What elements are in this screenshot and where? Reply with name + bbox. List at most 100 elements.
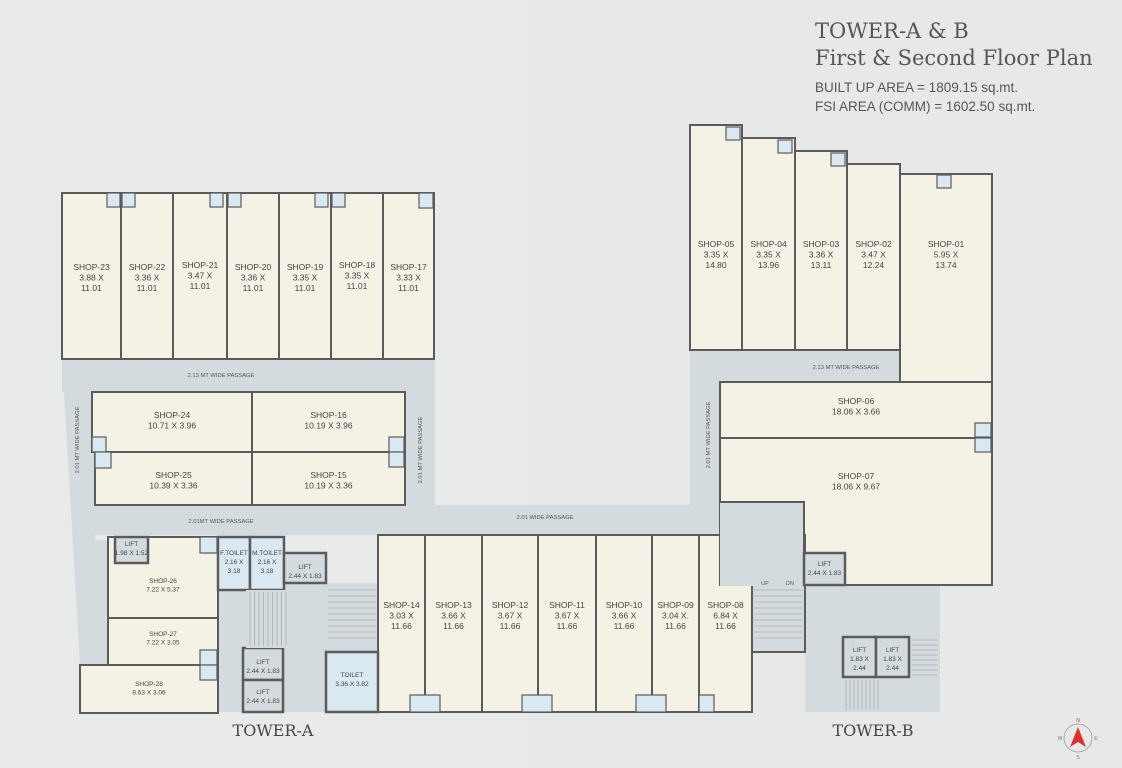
shop-name: SHOP-13 [435, 600, 472, 610]
tower-b-label: TOWER-B [832, 721, 913, 740]
passage-label: 2.01 MT WIDE PASSAGE [706, 401, 712, 468]
shop-name: SHOP-16 [310, 410, 347, 420]
toilet-cubicle [698, 694, 715, 713]
shop-dims: 11.01 [347, 281, 368, 291]
service-dims: 2.44 X 1.83 [288, 573, 322, 580]
shop-name: SHOP-05 [698, 239, 735, 249]
shop-dims: 10.19 X 3.96 [304, 421, 352, 431]
shop-shop-01[interactable] [899, 173, 993, 383]
shop-name: SHOP-07 [838, 471, 875, 481]
toilet-cubicle [106, 192, 121, 208]
service-dims: 1.83 X [883, 656, 902, 663]
toilet-room [216, 535, 252, 592]
service-label: F.TOILET [220, 550, 248, 557]
compass-w: W [1058, 736, 1063, 742]
shop-shop-13[interactable] [424, 534, 483, 713]
shop-shop-15[interactable] [251, 451, 406, 506]
toilet-cubicle [974, 422, 992, 438]
service-label: M.TOILET [252, 550, 282, 557]
shop-shop-10[interactable] [595, 534, 653, 713]
shop-dims: 5.95 X [934, 250, 959, 260]
shop-name: SHOP-19 [287, 262, 324, 272]
shop-name: SHOP-10 [606, 600, 643, 610]
shop-dims: 12.24 [863, 260, 885, 270]
shop-shop-22[interactable] [120, 192, 174, 360]
shop-name: SHOP-24 [154, 410, 191, 420]
shop-dims: 11.66 [557, 621, 578, 631]
shop-name: SHOP-20 [235, 262, 272, 272]
toilet-cubicle [936, 174, 952, 189]
toilet-cubicle [635, 694, 667, 713]
shop-dims: 14.80 [705, 260, 727, 270]
shop-dims: 3.67 X [498, 611, 523, 621]
lift-room [241, 678, 285, 714]
passage-area [720, 502, 804, 586]
service-dims: 2.44 X 1.83 [246, 668, 280, 675]
shop-shop-17[interactable] [382, 192, 435, 360]
shop-shop-06[interactable] [719, 381, 993, 439]
shop-dims: 7.22 X 3.05 [146, 640, 180, 647]
shop-shop-18[interactable] [330, 192, 384, 360]
shop-name: SHOP-02 [855, 239, 892, 249]
shop-dims: 3.04 X. [662, 611, 689, 621]
shop-dims: 7.22 X 5.37 [146, 587, 180, 594]
shop-shop-16[interactable] [251, 391, 406, 453]
toilet-cubicle [974, 437, 992, 453]
built-up-area: BUILT UP AREA = 1809.15 sq.mt. [815, 80, 1018, 95]
shop-shop-28[interactable] [79, 664, 219, 714]
shop-dims: 3.35 X [345, 271, 370, 281]
toilet-cubicle [418, 192, 434, 209]
shop-shop-03[interactable] [794, 150, 848, 351]
service-label: TOILET [341, 672, 364, 679]
toilet-cubicle [388, 436, 405, 453]
shop-shop-25[interactable] [94, 451, 253, 506]
toilet-cubicle [314, 192, 329, 208]
shop-dims: 6.84 X [713, 611, 738, 621]
passage-label: 2.01 WIDE PASSAGE [517, 515, 574, 521]
shop-dims: 11.01 [81, 283, 102, 293]
shop-name: SHOP-01 [928, 239, 965, 249]
service-dims: 2.44 X 1.83 [808, 570, 842, 577]
shop-name: SHOP-06 [838, 396, 875, 406]
service-dims: 2.44 X 1.83 [246, 698, 280, 705]
shop-shop-14[interactable] [377, 534, 426, 713]
passage-label: 2.01MT WIDE PASSAGE [188, 519, 253, 525]
shop-dims: 11.01 [137, 283, 158, 293]
passage-label: 2.01 MT WIDE PASSAGE [75, 406, 81, 473]
shop-shop-05[interactable] [689, 124, 743, 351]
shop-dims: 11.66 [665, 621, 686, 631]
shop-shop-04[interactable] [741, 137, 796, 351]
shop-name: SHOP-11 [549, 600, 585, 610]
tower-a-label: TOWER-A [233, 721, 314, 740]
shop-name: SHOP-15 [310, 470, 347, 480]
shop-shop-20[interactable] [226, 192, 280, 360]
passage-area [92, 505, 805, 535]
service-label: LIFT [818, 561, 831, 568]
shop-dims: 3.47 X [861, 250, 886, 260]
toilet-cubicle [199, 664, 218, 681]
shop-shop-12[interactable] [481, 534, 539, 713]
toilet-cubicle [121, 192, 136, 208]
shop-dims: 11.01 [190, 281, 211, 291]
service-dims: 3.36 X 3.82 [335, 681, 369, 688]
lift-room [841, 635, 878, 679]
shop-dims: 10.39 X 3.36 [149, 481, 197, 491]
service-label: LIFT [125, 541, 138, 548]
shop-dims: 13.96 [758, 260, 780, 270]
shop-dims: 3.35 X [293, 273, 318, 283]
shop-dims: 3.66 X [441, 611, 466, 621]
service-label: LIFT [256, 689, 269, 696]
shop-dims: 3.66 X [612, 611, 637, 621]
compass-s: S [1076, 755, 1080, 761]
shop-dims: 18.06 X 9.67 [832, 482, 880, 492]
shop-shop-11[interactable] [537, 534, 597, 713]
service-label: LIFT [886, 647, 899, 654]
shop-dims: 10.19 X 3.36 [304, 481, 352, 491]
shop-name: SHOP-22 [129, 262, 166, 272]
shop-name: SHOP-08 [707, 600, 744, 610]
toilet-cubicle [94, 451, 112, 469]
service-dims: 1.83 X [850, 656, 869, 663]
plan-title-block: TOWER-A & B First & Second Floor Plan BU… [815, 18, 1093, 116]
shop-dims: 11.01 [295, 283, 316, 293]
toilet-cubicle [409, 694, 441, 713]
